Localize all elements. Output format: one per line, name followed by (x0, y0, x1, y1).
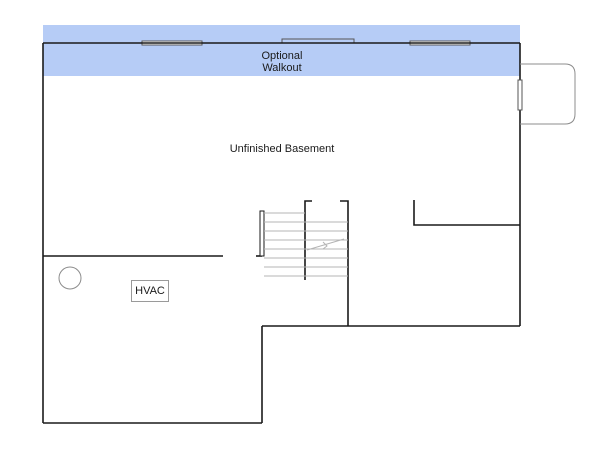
water-heater-circle (58, 266, 82, 290)
patio-door (517, 79, 523, 111)
exterior-walls (42, 42, 521, 424)
hvac-label: HVAC (131, 280, 169, 302)
walkout-label: Optional Walkout (261, 50, 303, 74)
patio-outline (520, 63, 576, 125)
interior-walls (43, 200, 520, 326)
stair-treads (264, 212, 348, 277)
stair-arrow (306, 238, 345, 251)
walkout-door-sill (281, 38, 355, 43)
stair-railing (259, 210, 265, 257)
walkout-area (43, 25, 520, 76)
unfinished-basement-label: Unfinished Basement (229, 143, 335, 155)
